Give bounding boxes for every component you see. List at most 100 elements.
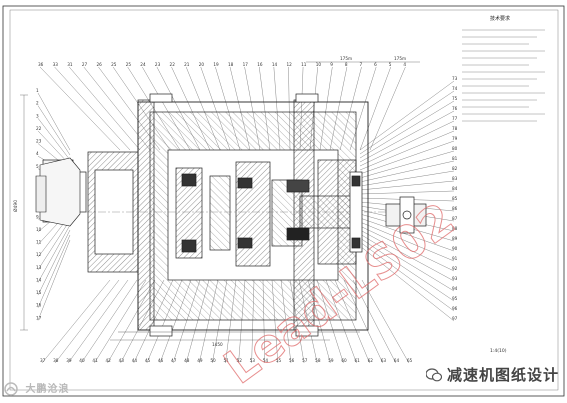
brand-watermark-right: 减速机图纸设计 bbox=[426, 364, 559, 385]
part-label: 49 bbox=[197, 358, 203, 363]
part-label: 63 bbox=[381, 358, 387, 363]
leader-line bbox=[37, 92, 71, 151]
part-label: 23 bbox=[155, 62, 161, 67]
part-label: 22 bbox=[170, 62, 176, 67]
part-label: 45 bbox=[145, 358, 151, 363]
part-label: 85 bbox=[452, 196, 458, 201]
leader-line bbox=[369, 66, 406, 151]
leader-line bbox=[54, 66, 131, 151]
part-label: 15 bbox=[36, 290, 42, 295]
leader-line bbox=[37, 105, 71, 156]
part-label: 53 bbox=[250, 358, 256, 363]
part-label: 90 bbox=[452, 246, 458, 251]
leader-line bbox=[54, 279, 120, 364]
leader-line bbox=[359, 66, 391, 151]
part-label: 57 bbox=[302, 358, 308, 363]
part-label: 42 bbox=[106, 358, 112, 363]
part-label: 38 bbox=[53, 358, 59, 363]
part-label: 75 bbox=[452, 96, 458, 101]
part-label: 8 bbox=[345, 62, 348, 67]
part-label: 21 bbox=[184, 62, 190, 67]
part-label: 55 bbox=[276, 358, 282, 363]
part-label: 51 bbox=[223, 358, 229, 363]
brand-watermark-left: 大鹏沧浪 bbox=[4, 380, 69, 396]
leader-line bbox=[81, 279, 138, 364]
dim-top-a: 175m bbox=[340, 56, 352, 61]
part-label: 61 bbox=[354, 358, 360, 363]
part-label: 78 bbox=[452, 126, 458, 131]
part-label: 40 bbox=[79, 358, 85, 363]
part-label: 47 bbox=[171, 358, 177, 363]
notes-title: 技术要求 bbox=[490, 15, 510, 22]
part-label: 1 bbox=[36, 88, 39, 93]
part-label: 82 bbox=[452, 166, 458, 171]
part-label: 77 bbox=[452, 116, 458, 121]
part-label: 96 bbox=[452, 306, 458, 311]
technical-notes-block: 技术要求 bbox=[462, 15, 545, 122]
part-label: 13 bbox=[36, 265, 42, 270]
leader-line bbox=[359, 225, 455, 272]
part-label: 48 bbox=[184, 358, 190, 363]
leader-line bbox=[359, 237, 455, 302]
leader-line bbox=[359, 90, 455, 155]
part-label: 4 bbox=[403, 62, 406, 67]
leader-line bbox=[359, 120, 455, 167]
brand-right-text: 减速机图纸设计 bbox=[447, 366, 560, 384]
part-label: 44 bbox=[132, 358, 138, 363]
dim-top-b: 175m bbox=[394, 56, 406, 61]
part-label: 65 bbox=[407, 358, 413, 363]
part-label: 10 bbox=[316, 62, 322, 67]
leader-line bbox=[37, 219, 71, 270]
part-label: 39 bbox=[66, 358, 72, 363]
part-label: 24 bbox=[140, 62, 146, 67]
leader-line bbox=[359, 130, 455, 171]
leader-line bbox=[359, 140, 455, 175]
part-label: 81 bbox=[452, 156, 458, 161]
part-label: 20 bbox=[199, 62, 205, 67]
leader-line bbox=[68, 279, 129, 364]
leader-line bbox=[37, 224, 71, 283]
part-label: 31 bbox=[67, 62, 73, 67]
part-label: 23 bbox=[36, 139, 42, 144]
part-label: 73 bbox=[452, 76, 458, 81]
leader-line bbox=[359, 229, 455, 282]
part-label: 6 bbox=[374, 62, 377, 67]
part-label: 74 bbox=[452, 86, 458, 91]
part-label: 41 bbox=[92, 358, 98, 363]
part-label: 9 bbox=[36, 214, 39, 219]
part-label: 88 bbox=[452, 226, 458, 231]
leader-line bbox=[359, 160, 455, 183]
part-label: 17 bbox=[36, 315, 42, 320]
part-label: 89 bbox=[452, 236, 458, 241]
sheet-border bbox=[2, 5, 565, 397]
part-label: 79 bbox=[452, 136, 458, 141]
leader-line bbox=[37, 234, 71, 308]
dim-bottom: 1450 bbox=[212, 342, 223, 347]
part-label: 50 bbox=[210, 358, 216, 363]
leader-line bbox=[359, 217, 455, 252]
part-label: 16 bbox=[36, 303, 42, 308]
brand-left-text: 大鹏沧浪 bbox=[25, 384, 70, 395]
part-label: 14 bbox=[36, 277, 42, 282]
part-label: 64 bbox=[394, 358, 400, 363]
part-label: 9 bbox=[330, 62, 333, 67]
part-label: 95 bbox=[452, 296, 458, 301]
part-label: 93 bbox=[452, 276, 458, 281]
part-label: 19 bbox=[213, 62, 219, 67]
leader-line bbox=[359, 80, 455, 151]
part-label: 59 bbox=[328, 358, 334, 363]
part-label: 36 bbox=[38, 62, 44, 67]
part-label: 76 bbox=[452, 106, 458, 111]
part-label: 33 bbox=[53, 62, 59, 67]
part-label: 87 bbox=[452, 216, 458, 221]
part-label: 58 bbox=[315, 358, 321, 363]
part-label: 18 bbox=[228, 62, 234, 67]
part-label: 80 bbox=[452, 146, 458, 151]
part-label: 86 bbox=[452, 206, 458, 211]
leader-line bbox=[352, 279, 396, 364]
part-label: 12 bbox=[286, 62, 292, 67]
part-label: 14 bbox=[272, 62, 278, 67]
leader-line bbox=[37, 118, 71, 161]
